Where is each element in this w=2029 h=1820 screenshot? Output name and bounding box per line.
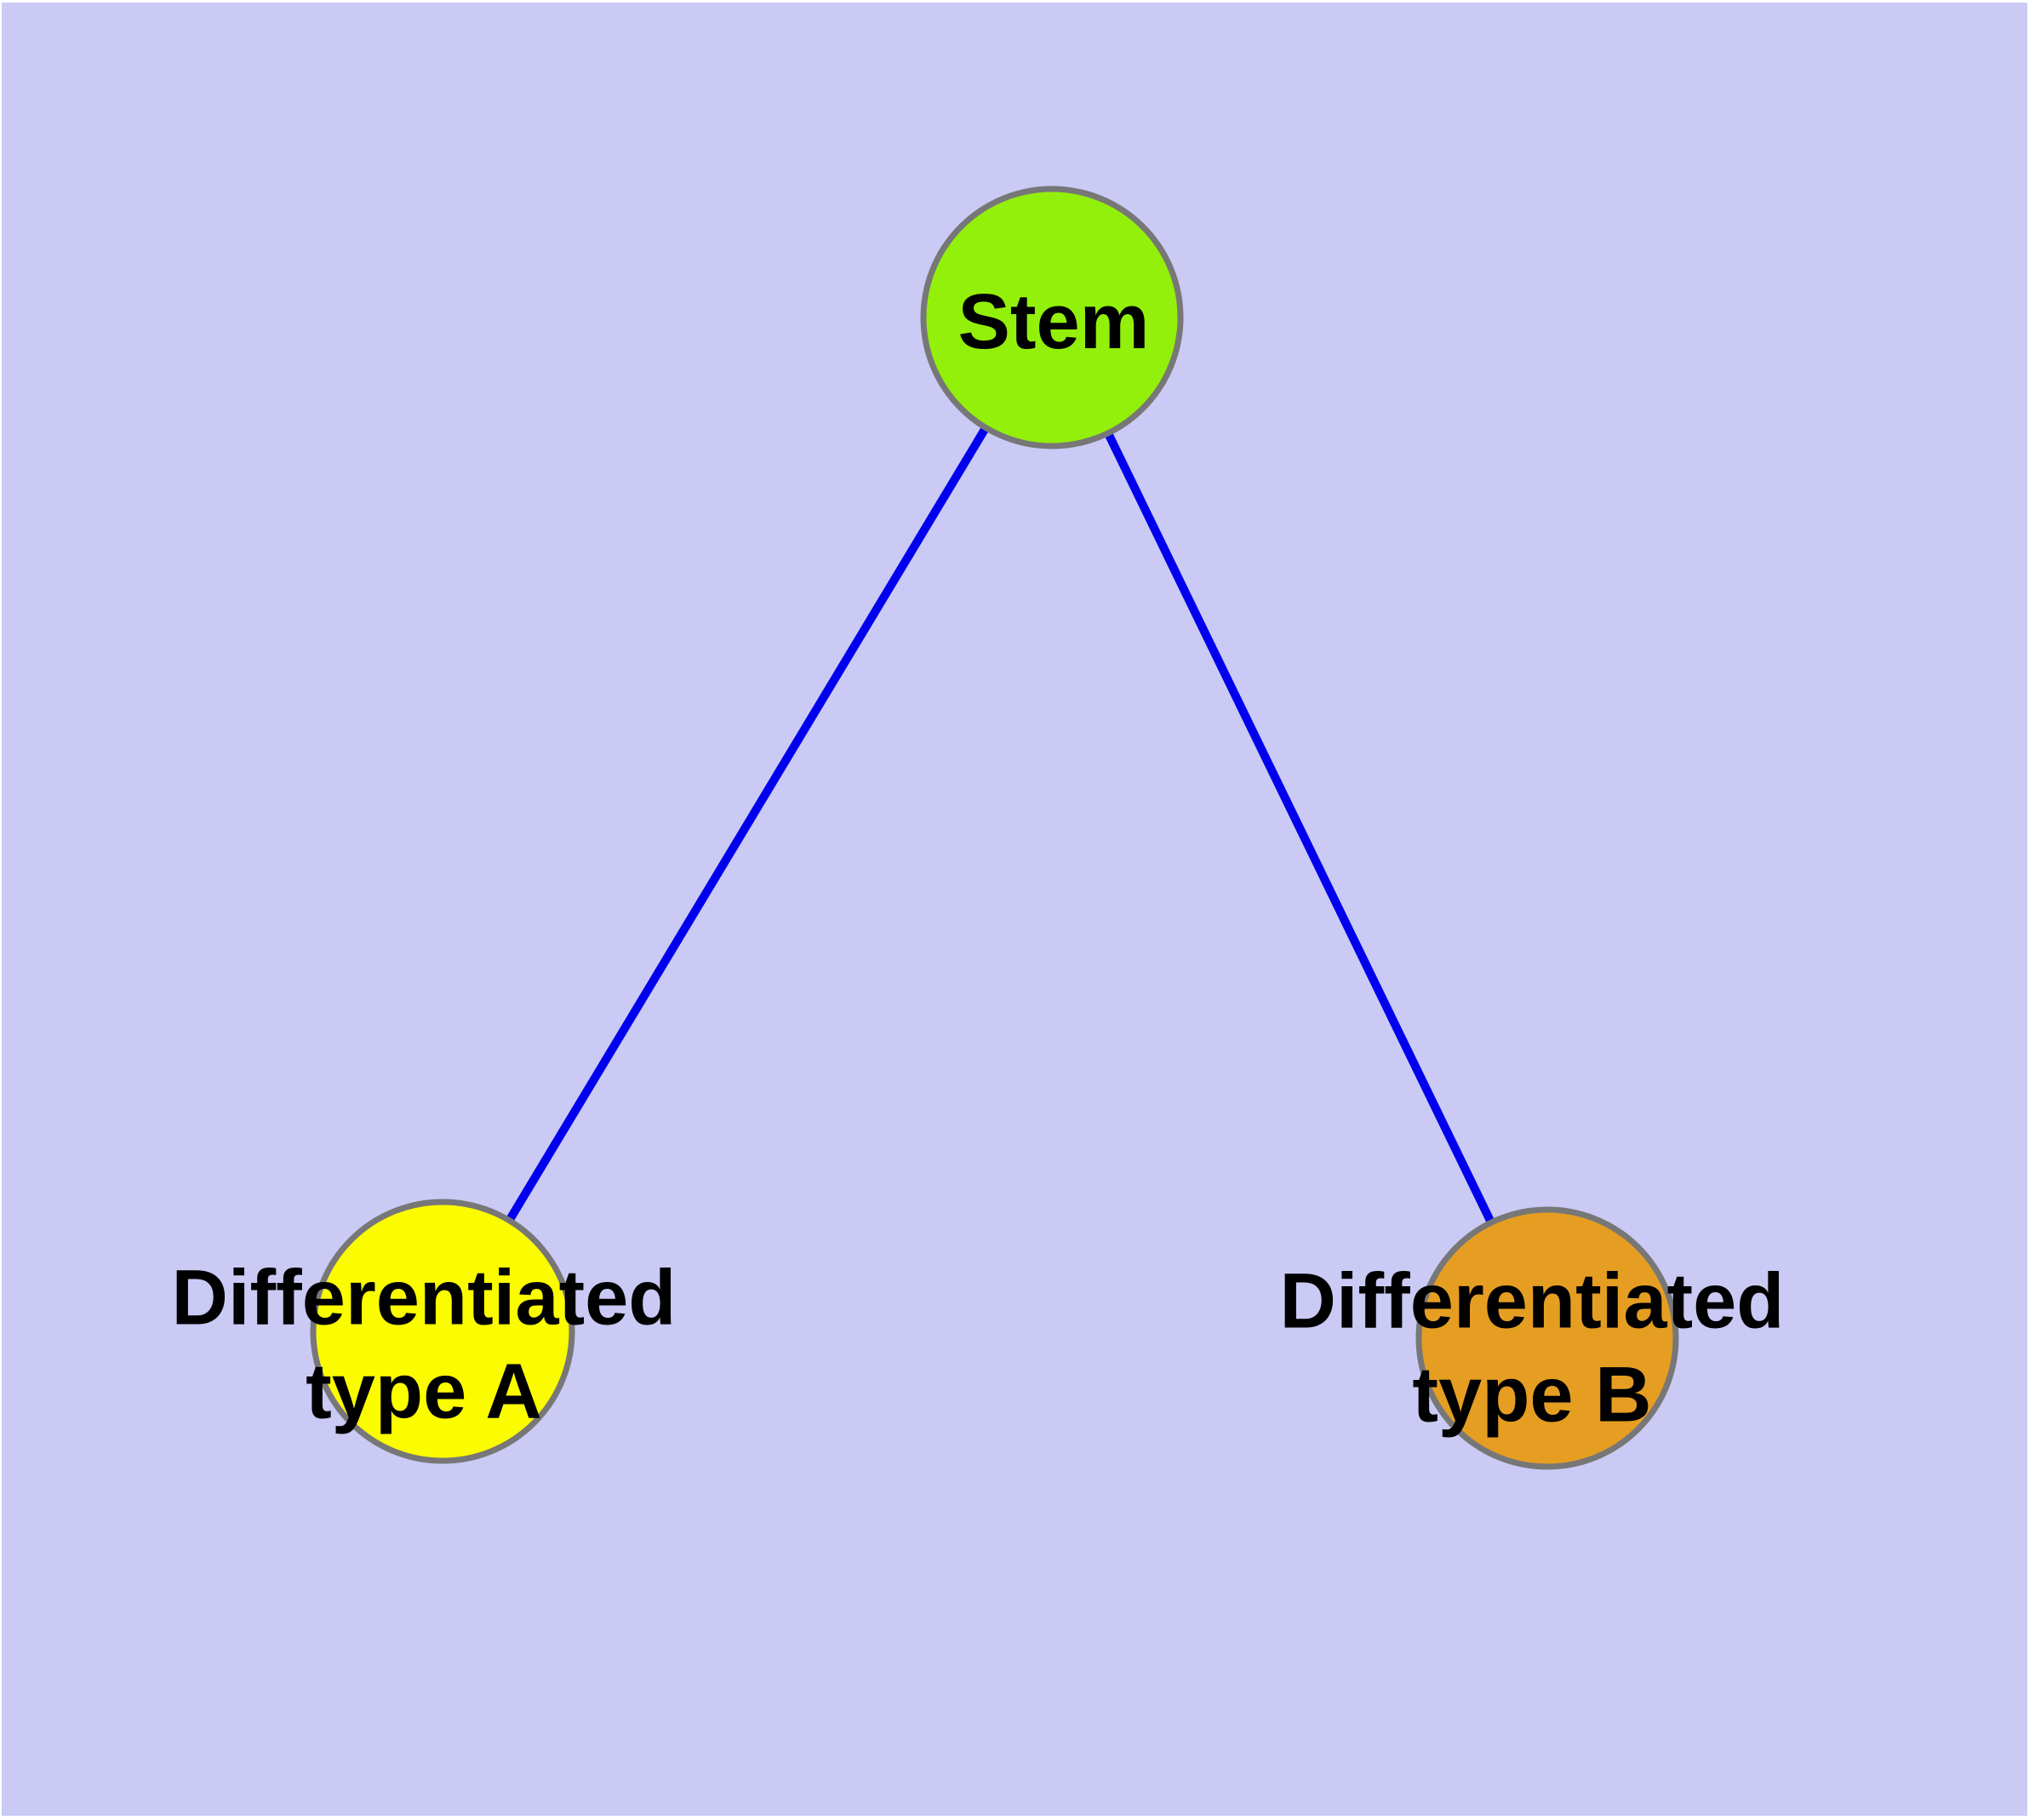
edge-stem-to-type-a: [438, 315, 1056, 1334]
node-label-type-a: Differentiated type A: [171, 1254, 677, 1435]
edge-stem-to-type-b: [1048, 315, 1552, 1341]
node-label-type-b: Differentiated type B: [1279, 1257, 1785, 1439]
node-type-b: [1415, 1206, 1679, 1470]
node-stem: [920, 186, 1184, 449]
node-type-a: [310, 1199, 575, 1464]
node-label-stem: Stem: [957, 278, 1150, 365]
